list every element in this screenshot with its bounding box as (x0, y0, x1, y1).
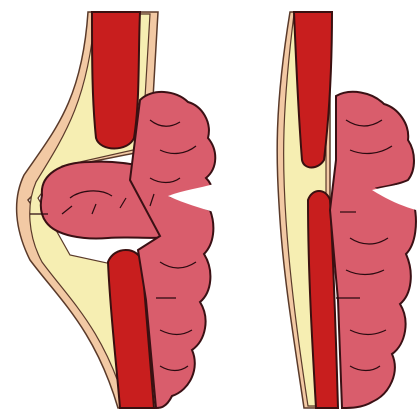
left-upper-muscle (92, 12, 140, 149)
right-bowel-mass (330, 92, 416, 408)
left-panel (17, 12, 216, 408)
right-panel (277, 12, 416, 408)
